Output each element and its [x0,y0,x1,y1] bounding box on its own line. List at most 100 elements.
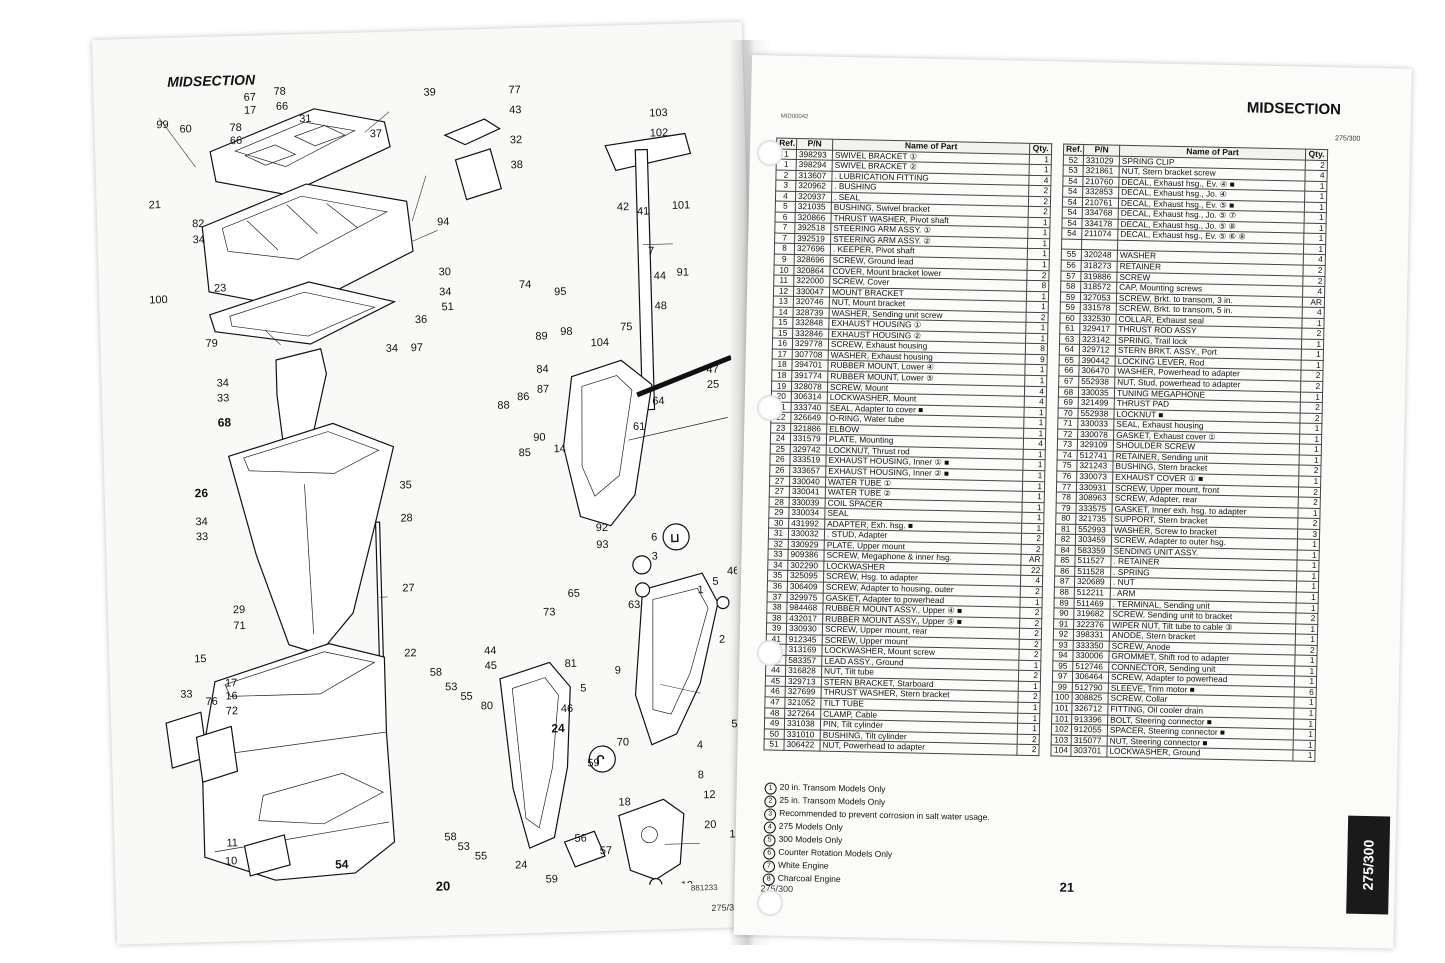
callout-18: 18 [618,796,631,808]
callout-71: 71 [233,620,246,632]
table-cell-pn: 330033 [1077,418,1114,430]
table-cell-pn: 331010 [784,728,821,741]
table-cell-pn: 394701 [791,359,829,372]
table-cell-pn: 512790 [1072,682,1109,694]
table-cell-ref: 36 [767,580,788,592]
footnote-number: 2 [764,795,777,808]
table-cell-ref: 45 [765,675,786,687]
table-cell-ref [1061,238,1082,250]
table-cell-qty: 2 [1018,649,1042,661]
table-cell-qty: 1 [1019,596,1043,608]
table-cell-qty: 1 [1296,581,1319,593]
right-page-number: 21 [1059,879,1075,895]
table-cell-pn: 331579 [790,433,827,446]
table-cell-pn: 511527 [1074,555,1112,568]
callout-25: 25 [707,379,720,391]
callout-43: 43 [509,104,522,116]
table-cell-qty: 4 [1028,174,1052,186]
footnote-text: White Engine [777,859,829,871]
nut [649,877,663,892]
callout-20: 20 [704,819,717,831]
table-cell-ref: 29 [768,507,790,519]
table-cell-ref: 15 [772,327,793,339]
table-cell-pn: 313169 [785,644,823,656]
table-cell-qty: 4 [1304,170,1328,182]
callout-78b: 78 [229,122,242,134]
table-cell-ref: 60 [1059,312,1081,324]
callout-93: 93 [596,539,609,551]
table-cell-qty: 2 [1297,518,1320,530]
table-cell-qty: 1 [1021,522,1044,534]
table-cell-ref: 3 [775,180,796,192]
callout-30: 30 [438,266,451,278]
table-cell-qty: 1 [1017,702,1040,714]
table-cell-pn: 321243 [1076,460,1114,473]
table-cell-qty: 1 [1294,676,1317,688]
table-cell-ref: 74 [1057,449,1078,461]
table-cell-qty: 1 [1025,333,1048,345]
callout-95: 95 [554,286,567,298]
callout-56: 56 [574,832,587,844]
table-cell-ref: 24 [770,433,791,445]
table-cell-pn: 326649 [790,412,828,424]
callout-60: 60 [179,123,192,135]
left-page-figure-id: 881233 [690,882,718,893]
callout-84: 84 [536,363,549,375]
table-cell-qty: 2 [1302,265,1326,277]
table-cell-ref: 50 [764,728,785,740]
callout-102: 102 [650,127,669,140]
table-cell-pn: 308825 [1071,692,1109,705]
table-cell-pn: 330039 [789,496,826,509]
callout-59b: 59 [545,873,558,885]
callout-90: 90 [533,431,546,443]
footnote-text: Charcoal Engine [777,872,841,885]
table-cell-qty: 1 [1022,459,1046,471]
table-cell-ref: 26 [769,464,790,476]
table-cell-ref: 54 [1061,217,1083,229]
callout-35: 35 [399,479,412,491]
table-cell-qty: 4 [1303,254,1326,266]
table-cell-qty: 2 [1019,628,1042,640]
table-cell-pn: 398331 [1073,629,1110,641]
table-cell-ref: 71 [1057,418,1078,430]
footnote-text: 275 Models Only [778,820,843,833]
table-cell-ref: 11 [773,275,794,287]
callout-1: 1 [697,584,703,596]
table-cell-ref: 57 [1060,270,1082,282]
table-cell-qty: 1 [1295,634,1318,646]
table-cell-pn: 330931 [1076,481,1113,494]
table-cell-qty: AR [1020,554,1044,566]
callout-2: 2 [719,634,725,646]
table-cell-ref: 58 [1060,281,1081,293]
table-cell-qty: 1 [1303,222,1327,234]
table-cell-qty: 1 [1298,475,1321,488]
table-cell-qty: 1 [1297,507,1321,519]
callout-38: 38 [510,159,523,171]
callout-87: 87 [537,383,550,395]
callout-12: 12 [703,789,716,801]
table-cell-ref: 32 [768,538,789,550]
table-cell-ref: 47 [764,696,786,708]
callout-54: 54 [335,857,349,871]
table-cell-qty: 2 [1298,497,1321,509]
table-cell-ref: 104 [1050,745,1072,757]
table-cell-pn: 511528 [1074,566,1111,578]
callout-66: 66 [276,101,289,113]
table-cell-pn: 909386 [787,549,825,561]
section-tab[interactable]: 275/300 [1346,815,1391,915]
callout-80: 80 [481,700,494,712]
table-cell-qty: 2 [1017,733,1040,745]
table-cell-pn: 334768 [1082,207,1119,220]
table-cell-pn: 321052 [784,697,822,709]
table-cell-ref: 97 [1052,671,1073,683]
table-cell-pn: 552938 [1077,408,1115,420]
table-cell-pn: 329713 [785,676,822,688]
table-cell-pn: 511469 [1073,597,1111,610]
upper-mount-plate [443,118,501,146]
table-cell-pn: 327264 [784,707,821,720]
adapter-housing [201,183,414,310]
callout-46b: 46 [561,703,574,715]
callout-28: 28 [400,512,413,524]
leader-lines [158,111,701,845]
